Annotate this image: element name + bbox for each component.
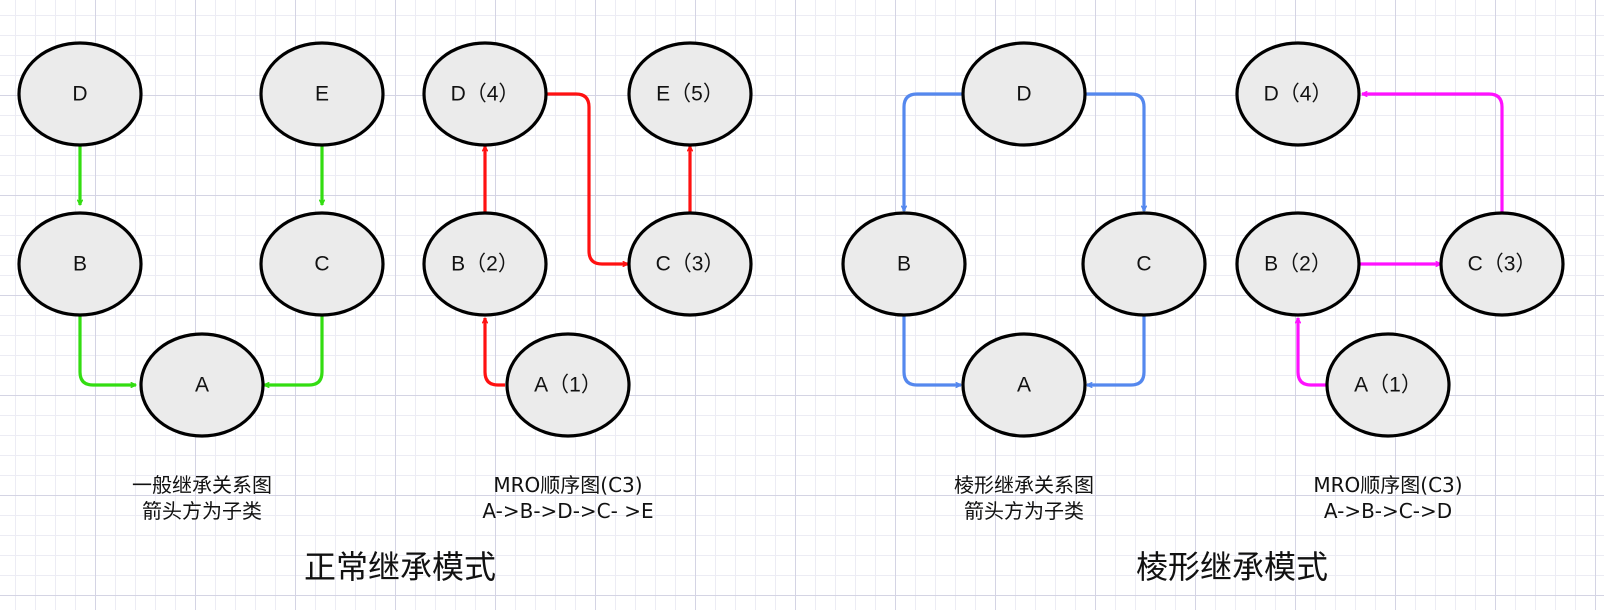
node-e-label: E（5）: [656, 83, 724, 106]
node-b-label: B: [897, 253, 911, 276]
node-c: C（3）: [627, 211, 753, 317]
edge-a-to-b: [485, 318, 505, 387]
edge-a-to-b: [1298, 318, 1328, 387]
node-c-label: C: [1136, 253, 1151, 276]
caption-line-2: 箭头方为子类: [964, 499, 1084, 523]
node-c: C（3）: [1439, 211, 1565, 317]
diamond-diagram-caption: 棱形继承关系图 箭头方为子类: [924, 472, 1124, 524]
edge-d-to-c: [545, 92, 628, 264]
edge-c-to-a: [264, 316, 324, 385]
node-d-label: D: [72, 83, 87, 106]
normal-inheritance-title: 正常继承模式: [303, 548, 496, 586]
node-a: A: [961, 332, 1087, 438]
node-e-label: E: [315, 83, 329, 106]
caption-line-1: MRO顺序图(C3): [493, 473, 643, 497]
diamond-inheritance-diagram: D B C A: [841, 41, 1207, 438]
node-c-label: C（3）: [1468, 253, 1537, 276]
caption-line-2: A->B->D->C- >E: [482, 499, 654, 523]
general-inheritance-diagram: D E B C A: [17, 41, 385, 438]
node-a: A（1）: [505, 332, 631, 438]
mro-order-diagram-normal: D（4） E（5） B（2） C（3） A（1）: [422, 41, 753, 438]
general-diagram-caption: 一般继承关系图 箭头方为子类: [102, 472, 302, 524]
node-a-label: A: [195, 374, 209, 397]
node-d: D: [961, 41, 1087, 147]
node-c: C: [1081, 211, 1207, 317]
node-e: E: [259, 41, 385, 147]
diamond-inheritance-title: 棱形继承模式: [1135, 548, 1328, 586]
edge-c-to-a: [1087, 316, 1146, 385]
edge-b-to-a: [78, 316, 136, 385]
node-b-label: B（2）: [1264, 253, 1332, 276]
node-c: C: [259, 211, 385, 317]
caption-line-1: 一般继承关系图: [132, 473, 272, 497]
edge-d-to-c: [1084, 92, 1144, 211]
node-e: E（5）: [627, 41, 753, 147]
node-b-label: B: [73, 253, 87, 276]
node-d-label: D（4）: [1264, 83, 1333, 106]
node-d: D（4）: [1235, 41, 1361, 147]
caption-line-1: MRO顺序图(C3): [1313, 473, 1463, 497]
caption-line-2: A->B->C->D: [1323, 499, 1453, 523]
node-b: B（2）: [422, 211, 548, 317]
node-b: B: [841, 211, 967, 317]
edge-c-to-d: [1362, 94, 1504, 213]
node-c-label: C（3）: [656, 253, 725, 276]
caption-line-1: 棱形继承关系图: [954, 473, 1094, 497]
node-d-label: D（4）: [451, 83, 520, 106]
node-a-label: A（1）: [1354, 374, 1422, 397]
edge-d-to-b: [904, 92, 963, 211]
node-d: D（4）: [422, 41, 548, 147]
edge-b-to-a: [902, 316, 961, 385]
node-a: A（1）: [1325, 332, 1451, 438]
node-a-label: A: [1017, 374, 1031, 397]
node-a: A: [139, 332, 265, 438]
node-b: B（2）: [1235, 211, 1361, 317]
mro-order-diagram-diamond: D（4） B（2） C（3） A（1）: [1235, 41, 1565, 438]
mro-normal-caption: MRO顺序图(C3) A->B->D->C- >E: [468, 472, 668, 524]
node-b: B: [17, 211, 143, 317]
node-b-label: B（2）: [451, 253, 519, 276]
node-d-label: D: [1016, 83, 1031, 106]
node-d: D: [17, 41, 143, 147]
node-c-label: C: [314, 253, 329, 276]
node-a-label: A（1）: [534, 374, 602, 397]
caption-line-2: 箭头方为子类: [142, 499, 262, 523]
mro-diamond-caption: MRO顺序图(C3) A->B->C->D: [1288, 472, 1488, 524]
